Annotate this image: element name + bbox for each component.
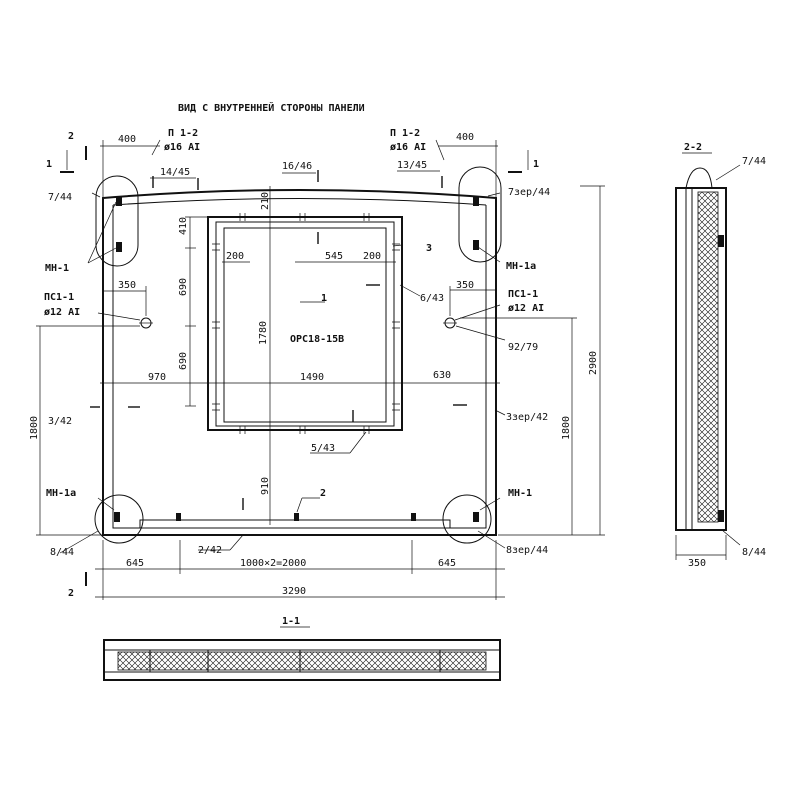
ref-16-46: 16/46 [282,161,312,172]
dim-410: 410 [178,217,189,235]
section-markers [60,146,529,586]
dim-910: 910 [260,477,271,495]
label-ps11-left: ПС1-1 [44,292,74,303]
opening-mark: ОРС18-15В [290,334,344,345]
dim-970: 970 [148,372,166,383]
dim-210: 210 [260,192,271,210]
ref-7-44-left: 7/44 [48,192,72,203]
ref-13-45: 13/45 [397,160,427,171]
cut-1-right: 1 [533,159,539,170]
label-p12-left: П 1-2 [168,128,198,139]
panel-outline [102,189,497,536]
ref-3-42: 3/42 [48,416,72,427]
label-d12-right: ø12 AI [508,303,544,314]
dim-350-left: 350 [118,280,136,291]
lifting-loops [94,166,502,544]
dim-690-bottom: 690 [178,352,189,370]
label-d12-left: ø12 AI [44,307,80,318]
ref-8-44-section: 8/44 [742,547,766,558]
dim-545: 545 [325,251,343,262]
ref-3z-42: 3зер/42 [506,412,548,423]
ps-anchors [139,317,457,329]
ref-2-42: 2/42 [198,545,222,556]
label-mn1-bottom: МН-1 [508,488,532,499]
dim-350-section: 350 [688,558,706,569]
label-n1: 1 [321,293,327,304]
section-1-1-title: 1-1 [282,616,300,627]
dim-1490: 1490 [300,372,324,383]
cut-1-left: 1 [46,159,52,170]
dim-3290: 3290 [282,586,306,597]
ref-92-79: 92/79 [508,342,538,353]
dim-200-right: 200 [363,251,381,262]
label-d16-right: ø16 AI [390,142,426,153]
dim-1780: 1780 [258,321,269,345]
view-title: ВИД С ВНУТРЕННЕЙ СТОРОНЫ ПАНЕЛИ [178,101,365,114]
label-n3: 3 [426,243,432,254]
dim-1800-right: 1800 [561,416,572,440]
window-opening [207,216,403,431]
ref-5-43: 5/43 [311,443,335,454]
embedded-parts [90,170,467,510]
dim-630: 630 [433,370,451,381]
dim-645-right: 645 [438,558,456,569]
dim-2900: 2900 [588,351,599,375]
label-n2: 2 [320,488,326,499]
label-ps11-right: ПС1-1 [508,289,538,300]
dim-1800-left: 1800 [29,416,40,440]
dim-690-top: 690 [178,278,189,296]
ref-7-44-section: 7/44 [742,156,766,167]
label-d16-left: ø16 AI [164,142,200,153]
dim-200-left: 200 [226,251,244,262]
dim-400-right: 400 [456,132,474,143]
label-mn1a-bottom: МН-1а [46,488,76,499]
section-1-1-drawing [103,639,501,681]
ref-7z-44: 7зер/44 [508,187,550,198]
section-2-2-drawing [675,164,741,560]
window-anchors [212,213,400,434]
ref-8z-44: 8зер/44 [506,545,548,556]
cut-2-bottom: 2 [68,588,74,599]
dim-350-right: 350 [456,280,474,291]
leader-lines [59,139,506,554]
dim-2000: 1000×2=2000 [240,558,306,569]
ref-6-43: 6/43 [420,293,444,304]
label-mn1a-top: МН-1а [506,261,536,272]
label-mn1-top: МН-1 [45,263,69,274]
label-p12-right: П 1-2 [390,128,420,139]
section-2-2-title: 2-2 [684,142,702,153]
ref-8-44: 8/44 [50,547,74,558]
ref-14-45: 14/45 [160,167,190,178]
dim-400-left: 400 [118,134,136,145]
dim-645-left: 645 [126,558,144,569]
cut-2-top: 2 [68,131,74,142]
dimension-lines [36,140,605,600]
